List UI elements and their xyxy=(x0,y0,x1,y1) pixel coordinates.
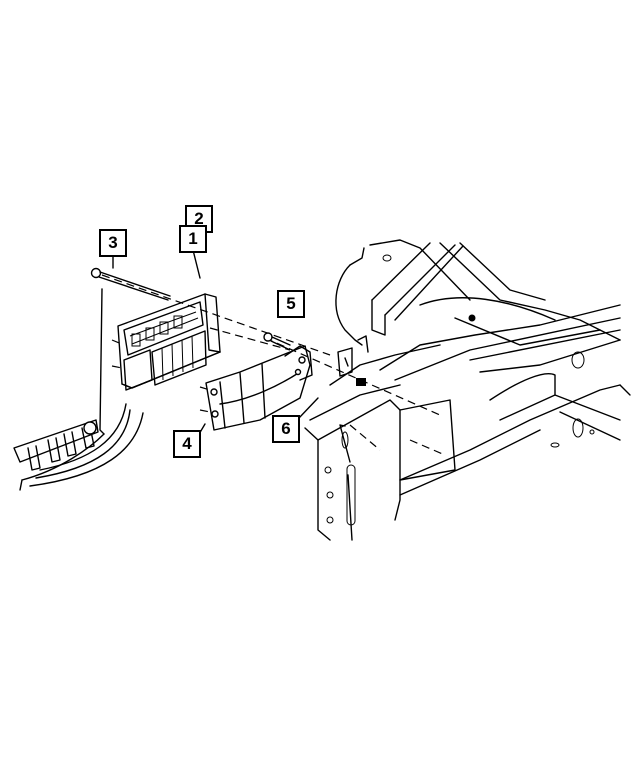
callout-1[interactable]: 1 xyxy=(179,225,207,253)
wiring-harness-icon xyxy=(13,403,144,491)
bolt-5-icon xyxy=(263,332,291,350)
callout-4[interactable]: 4 xyxy=(173,430,201,458)
vehicle-frame-icon xyxy=(304,239,631,541)
callout-5[interactable]: 5 xyxy=(277,290,305,318)
callout-6[interactable]: 6 xyxy=(272,415,300,443)
mounting-bracket-icon xyxy=(205,345,313,431)
callout-3[interactable]: 3 xyxy=(99,229,127,257)
control-module-icon xyxy=(117,293,221,391)
bolt-3-icon xyxy=(90,267,171,301)
